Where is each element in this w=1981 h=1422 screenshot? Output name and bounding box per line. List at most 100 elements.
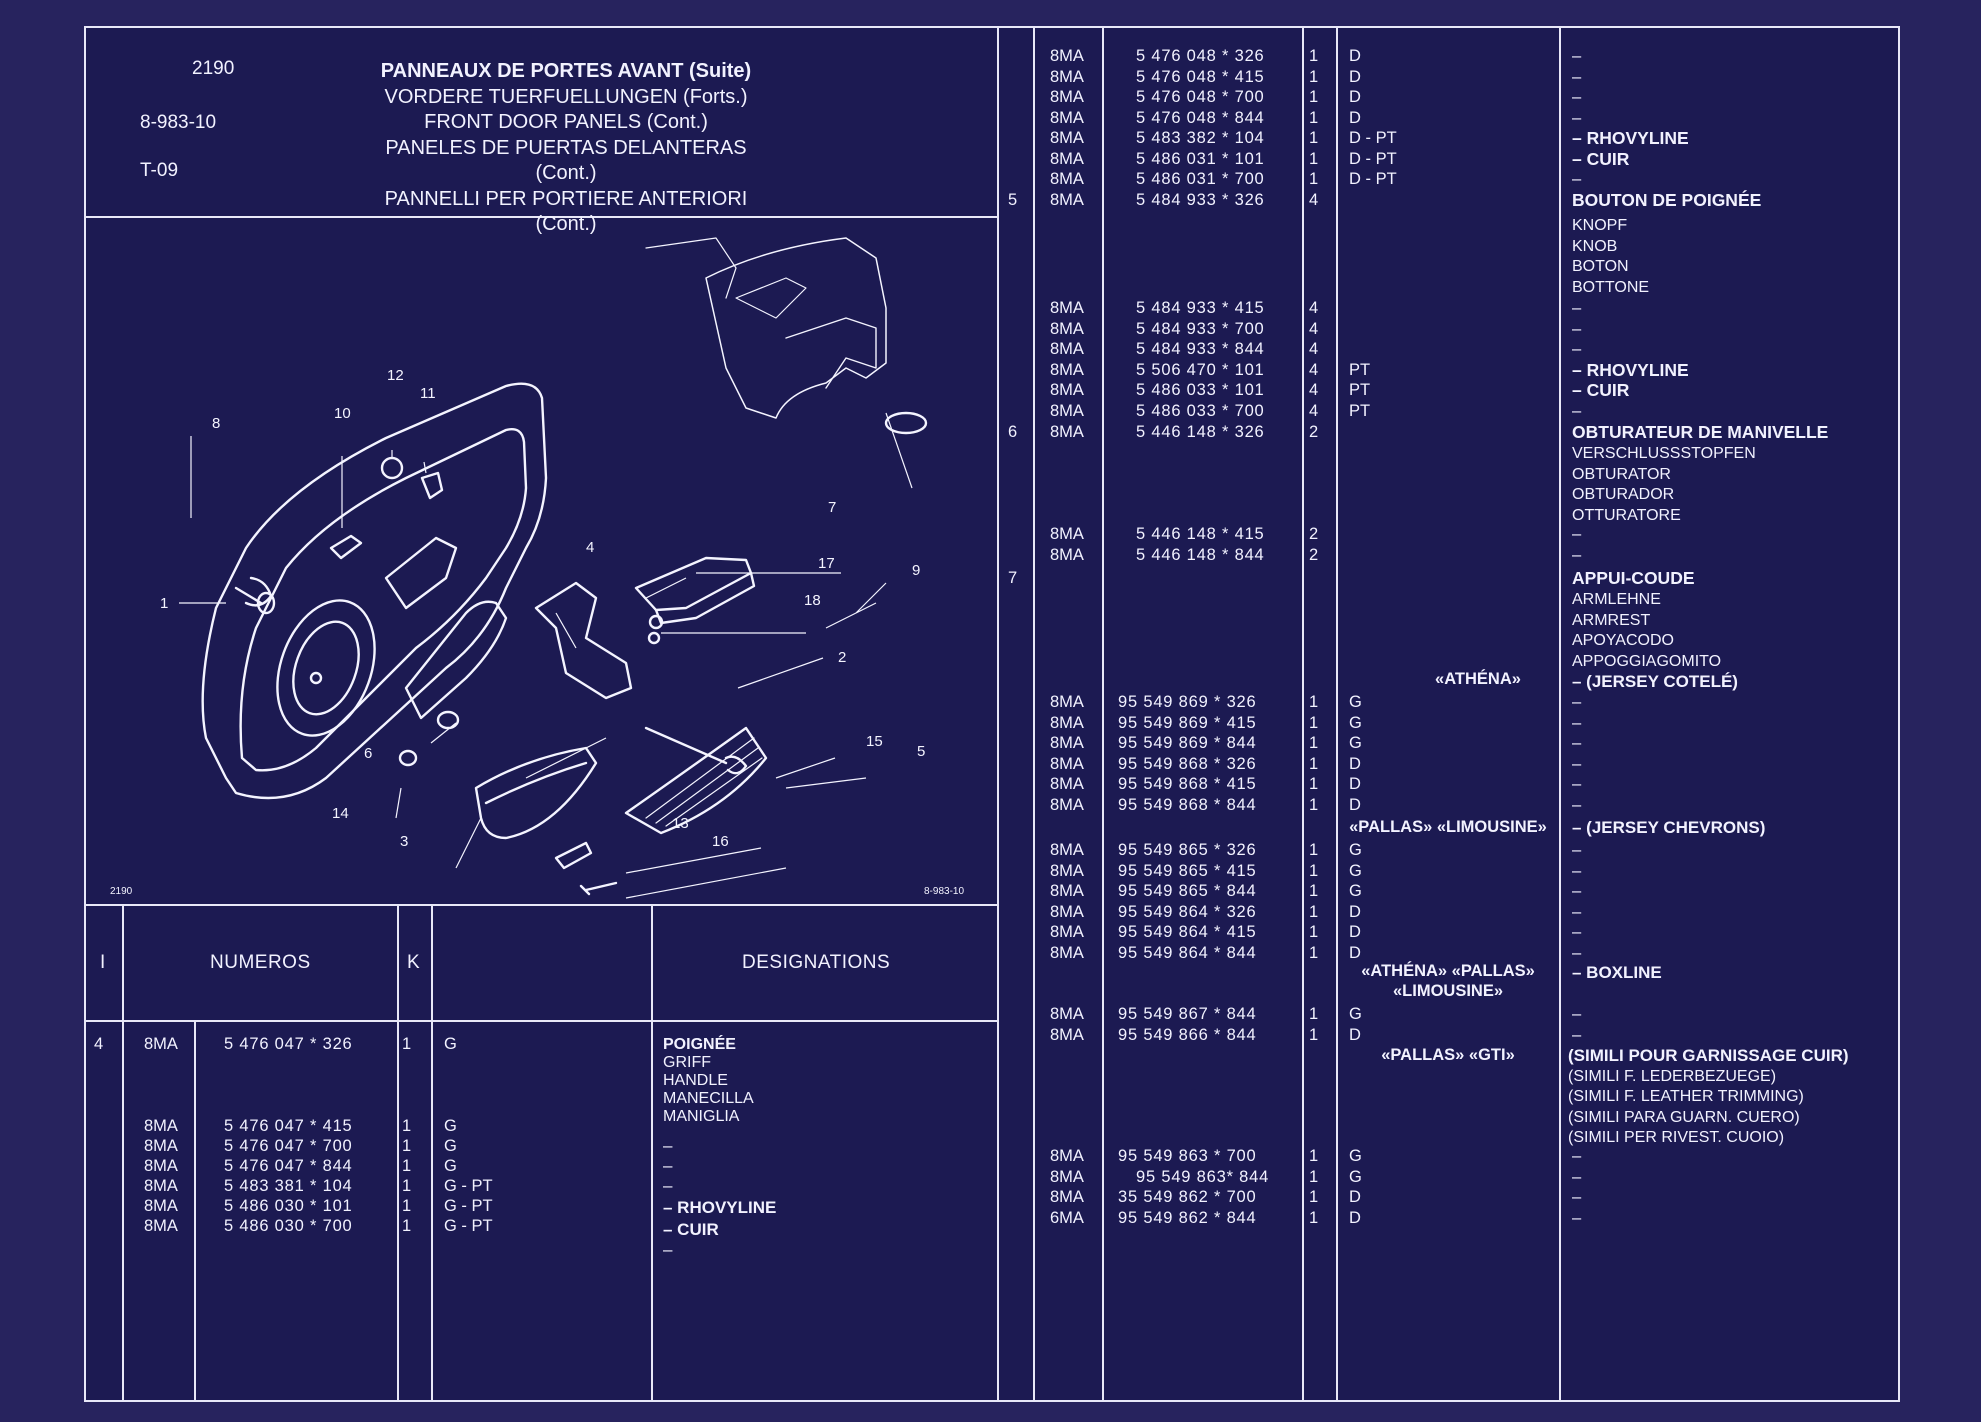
row-qty: 1: [1309, 129, 1319, 147]
row-prefix: 6MA: [1050, 1208, 1084, 1227]
row-prefix: 8MA: [1050, 401, 1084, 420]
row-position: G: [1349, 693, 1362, 711]
row-prefix: 8MA: [1050, 129, 1084, 147]
designation-line: KNOPF: [1572, 217, 1628, 234]
des-de: GRIFF: [663, 1054, 711, 1071]
row-position: G - PT: [444, 1197, 493, 1215]
pallas-designation: – (JERSEY CHEVRONS): [1572, 818, 1766, 837]
row-designation: – RHOVYLINE: [1572, 359, 1689, 380]
row-prefix: 8MA: [1050, 1188, 1084, 1206]
row-prefix: 8MA: [1050, 923, 1084, 941]
row-designation: –: [1572, 1005, 1582, 1023]
row-designation: –: [1572, 170, 1582, 188]
row-number: 5 484 933 * 415: [1136, 299, 1265, 317]
row-prefix: 8MA: [144, 1197, 178, 1215]
row-position: PT: [1349, 381, 1371, 399]
row-designation: –: [1572, 1025, 1582, 1044]
row-designation: –: [1572, 108, 1582, 127]
callout-6: 6: [364, 745, 372, 762]
divider-diagram: [86, 904, 997, 906]
callout-12: 12: [387, 367, 404, 384]
pocket-trim-shape: [474, 746, 598, 840]
callout-10: 10: [334, 405, 351, 422]
designation-line: (SIMILI POUR GARNISSAGE CUIR): [1568, 1046, 1849, 1065]
row-position: D: [1349, 88, 1361, 106]
row-designation: –: [1572, 1208, 1582, 1227]
clip-12-shape: [380, 456, 404, 480]
designation-line: (SIMILI PARA GUARN. CUERO): [1568, 1108, 1800, 1126]
row-position: PT: [1349, 401, 1371, 420]
row-qty: 1: [402, 1117, 412, 1135]
row-designation: – CUIR: [1572, 148, 1630, 169]
row-index: 5: [1008, 190, 1018, 209]
designation-line: ARMLEHNE: [1572, 591, 1661, 608]
row-prefix: 8MA: [1050, 170, 1084, 188]
row-position: PT: [1349, 360, 1371, 379]
row-qty: 1: [1309, 882, 1319, 900]
row-qty: 4: [1309, 299, 1319, 317]
title-block: PANNEAUX DE PORTES AVANT (Suite) VORDERE…: [361, 59, 771, 238]
row-position: D: [1349, 1025, 1361, 1044]
designation-line: KNOB: [1572, 237, 1618, 255]
title-en: FRONT DOOR PANELS (Cont.): [424, 111, 708, 133]
row-designation: –: [1572, 545, 1582, 564]
callout-15: 15: [866, 733, 883, 750]
row-number: 5 476 047 * 844: [224, 1157, 353, 1175]
row-designation: –: [1572, 882, 1582, 900]
row-prefix: 8MA: [1050, 545, 1084, 564]
designation-line: – CUIR: [663, 1220, 719, 1239]
callout-8: 8: [212, 415, 220, 432]
row-qty: 1: [1309, 1147, 1319, 1165]
colhead-designations: DESIGNATIONS: [742, 952, 891, 973]
row-qty: 1: [402, 1217, 412, 1235]
row-number: 5 486 030 * 700: [224, 1217, 353, 1235]
row-prefix: 8MA: [144, 1137, 178, 1155]
row-designation: –: [1572, 47, 1582, 65]
row-qty: 4: [1309, 360, 1319, 379]
row-qty: 4: [1309, 190, 1319, 209]
row-designation: APPUI-COUDE: [1572, 568, 1695, 588]
row-position: G: [1349, 1005, 1362, 1023]
row-number: 95 549 867 * 844: [1118, 1005, 1257, 1023]
designation-line: OBTURATOR: [1572, 465, 1671, 483]
callout-7: 7: [828, 499, 836, 516]
callout-14: 14: [332, 805, 349, 822]
designation-line: –: [663, 1176, 673, 1195]
designation-line: (SIMILI F. LEATHER TRIMMING): [1568, 1088, 1804, 1105]
row-number: 5 483 381 * 104: [224, 1177, 353, 1195]
designation-line: –: [663, 1136, 673, 1155]
row-qty: 1: [1309, 861, 1319, 880]
row-prefix: 8MA: [1050, 381, 1084, 399]
row-position: D - PT: [1349, 149, 1397, 168]
callout-16: 16: [712, 833, 729, 850]
exploded-door-panel-diagram: 1 2 3 4 5 6 7 8 9 10 11 12 13 14 15 16 1…: [110, 237, 964, 899]
row-position: D: [1349, 923, 1361, 941]
row-prefix: 8MA: [1050, 1167, 1084, 1186]
row-designation: –: [1572, 1188, 1582, 1206]
row-number: 95 549 865 * 844: [1118, 882, 1257, 900]
row-number: 5 476 047 * 700: [224, 1137, 353, 1155]
row-position: G: [1349, 1147, 1362, 1165]
callout-18: 18: [804, 592, 821, 609]
row-number: 95 549 865 * 326: [1118, 841, 1257, 859]
row-number: 95 549 863 * 700: [1118, 1147, 1257, 1165]
row-prefix: 8MA: [144, 1157, 178, 1175]
row-position: D: [1349, 754, 1361, 773]
row-prefix: 8MA: [1050, 754, 1084, 773]
row-qty: 1: [402, 1197, 412, 1215]
row-designation: –: [1572, 299, 1582, 317]
right-col-pref: [1033, 28, 1035, 1400]
left-col-i: [122, 904, 124, 1400]
note-athena: «ATHÉNA»: [1435, 670, 1521, 688]
row-designation: –: [1572, 902, 1582, 921]
row-number: 5 486 033 * 101: [1136, 381, 1265, 399]
